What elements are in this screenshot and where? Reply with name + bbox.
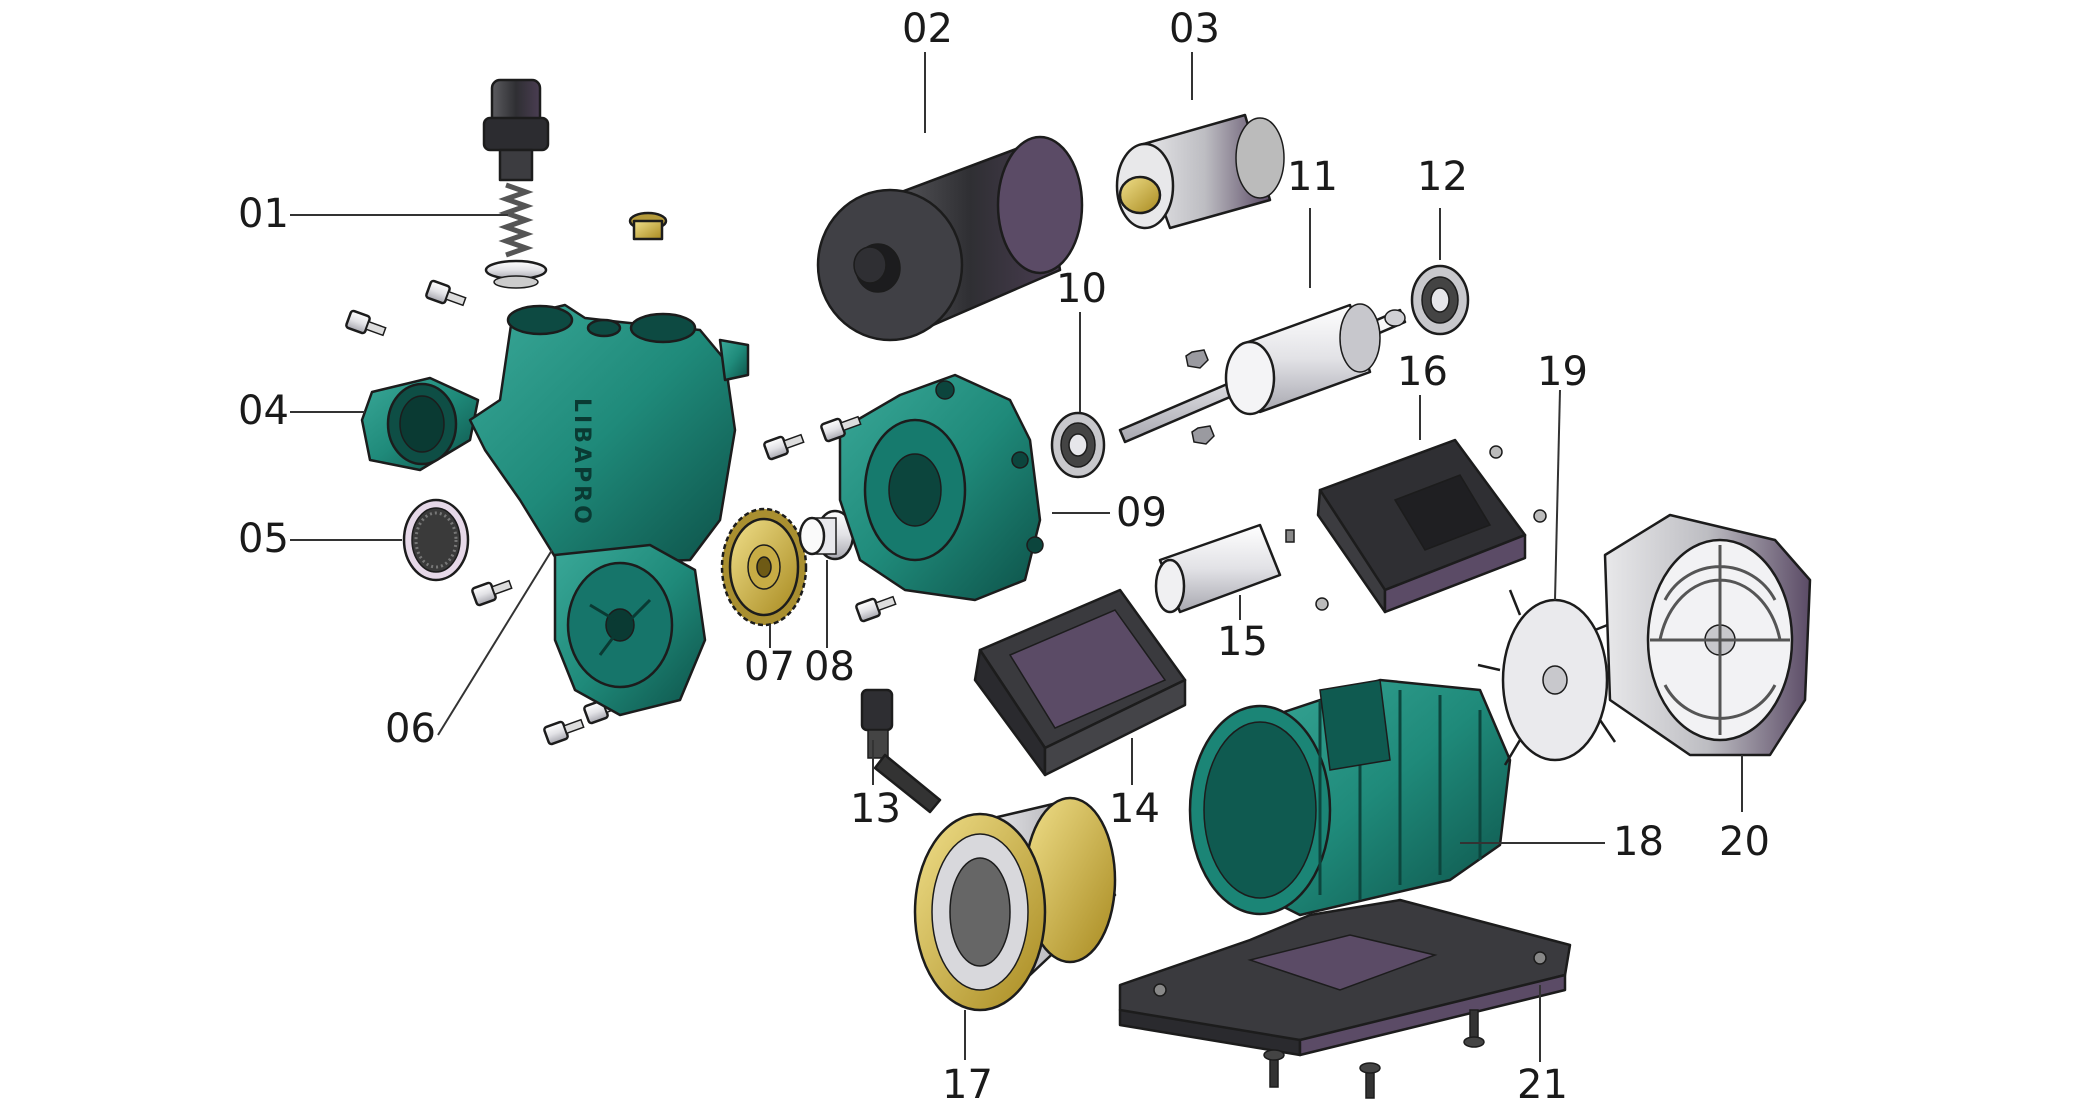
part-15-capacitor bbox=[1154, 523, 1295, 614]
part-05-filter bbox=[402, 498, 470, 582]
part-14-terminal-box bbox=[973, 588, 1187, 777]
label-11: 11 bbox=[1287, 154, 1338, 200]
screws-left bbox=[345, 279, 625, 746]
part-13-cable-gland bbox=[860, 688, 942, 814]
part-16-box-lid bbox=[1316, 438, 1527, 614]
screws-lid bbox=[1315, 445, 1547, 611]
label-18: 18 bbox=[1613, 819, 1664, 865]
label-07: 07 bbox=[744, 644, 795, 690]
label-13: 13 bbox=[850, 786, 901, 832]
part-01-valve-spring bbox=[482, 78, 550, 289]
label-03: 03 bbox=[1169, 6, 1220, 52]
base-bolts bbox=[1263, 1009, 1485, 1099]
label-09: 09 bbox=[1116, 490, 1167, 536]
label-16: 16 bbox=[1397, 349, 1448, 395]
part-03-small-capacitor bbox=[1115, 113, 1285, 230]
leader-19 bbox=[1554, 389, 1561, 601]
part-20-fan-cover bbox=[1603, 513, 1812, 757]
label-05: 05 bbox=[238, 516, 289, 562]
label-01: 01 bbox=[238, 191, 289, 237]
brass-plug bbox=[628, 211, 668, 241]
part-07-impeller bbox=[720, 507, 808, 627]
part-02-capacitor bbox=[816, 135, 1084, 342]
leader-lines bbox=[290, 52, 1743, 1062]
label-04: 04 bbox=[238, 388, 289, 434]
label-20: 20 bbox=[1719, 819, 1770, 865]
label-06: 06 bbox=[385, 706, 436, 752]
label-12: 12 bbox=[1417, 154, 1468, 200]
nuts-rotor bbox=[1185, 349, 1215, 445]
part-21-base-plate bbox=[1118, 898, 1572, 1057]
part-11-rotor-shaft bbox=[1118, 303, 1407, 444]
pump-body-brand-text: LIBAPRO bbox=[569, 398, 594, 527]
part-10-bearing bbox=[1050, 411, 1106, 479]
callout-labels: 01 02 03 04 05 06 07 08 09 10 11 12 13 1… bbox=[238, 6, 1770, 1100]
part-18-motor-housing bbox=[1188, 678, 1512, 917]
screws-bracket bbox=[763, 415, 897, 623]
label-10: 10 bbox=[1056, 266, 1107, 312]
label-21: 21 bbox=[1517, 1062, 1568, 1100]
leader-06 bbox=[437, 549, 553, 736]
label-17: 17 bbox=[942, 1062, 993, 1100]
label-15: 15 bbox=[1217, 619, 1268, 665]
part-17-stator bbox=[913, 796, 1117, 1012]
label-14: 14 bbox=[1109, 786, 1160, 832]
label-02: 02 bbox=[902, 6, 953, 52]
part-19-fan bbox=[1477, 589, 1621, 766]
part-09-bracket bbox=[838, 373, 1044, 602]
spring-coil bbox=[498, 182, 534, 258]
part-12-bearing bbox=[1410, 264, 1470, 336]
label-19: 19 bbox=[1537, 349, 1588, 395]
part-04-flange bbox=[360, 376, 480, 472]
part-06-pump-body: LIBAPRO bbox=[468, 303, 750, 717]
label-08: 08 bbox=[804, 644, 855, 690]
